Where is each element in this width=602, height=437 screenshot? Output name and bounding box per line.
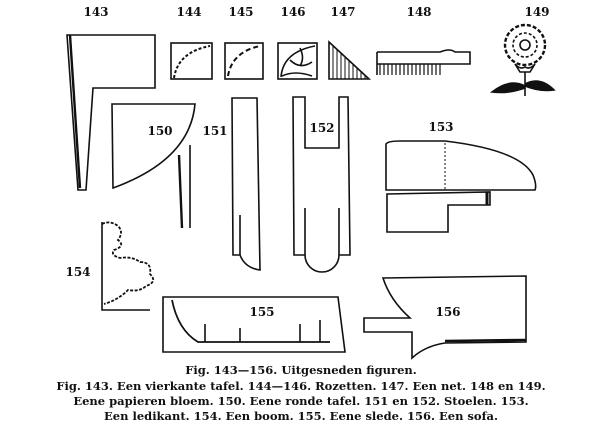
label-148: 148 — [406, 5, 431, 19]
figure-149-paper-flower — [489, 23, 556, 96]
label-150: 150 — [147, 124, 172, 138]
label-154: 154 — [65, 265, 90, 279]
label-152: 152 — [309, 121, 334, 135]
figure-150-round-table — [111, 103, 196, 229]
figure-143-square-table — [66, 34, 156, 191]
label-147: 147 — [330, 5, 355, 19]
figure-144-rosette — [170, 42, 213, 80]
label-145: 145 — [228, 5, 253, 19]
label-155: 155 — [249, 305, 274, 319]
label-144: 144 — [176, 5, 201, 19]
label-156: 156 — [435, 305, 460, 319]
caption-line-2: Eene papieren bloem. 150. Eene ronde taf… — [73, 394, 529, 408]
label-143: 143 — [83, 5, 108, 19]
figure-147-net — [328, 40, 372, 80]
figure-153-bed — [385, 140, 537, 233]
label-149: 149 — [524, 5, 549, 19]
figure-146-rosette — [277, 42, 318, 80]
label-153: 153 — [428, 120, 453, 134]
caption-line-3: Een ledikant. 154. Een boom. 155. Eene s… — [104, 409, 498, 423]
figure-154-tree — [101, 221, 155, 311]
label-151: 151 — [202, 124, 227, 138]
figure-156-sofa — [363, 275, 527, 360]
figure-145-rosette — [224, 42, 264, 80]
figure-148-paper-strip — [376, 49, 471, 75]
figure-155-sled — [162, 296, 346, 353]
figure-152-chair — [292, 96, 351, 273]
figure-151-chair — [231, 97, 261, 271]
label-146: 146 — [280, 5, 305, 19]
caption-line-1: Fig. 143. Een vierkante tafel. 144—146. … — [56, 379, 546, 393]
caption-title: Fig. 143—156. Uitgesneden figuren. — [185, 363, 417, 377]
